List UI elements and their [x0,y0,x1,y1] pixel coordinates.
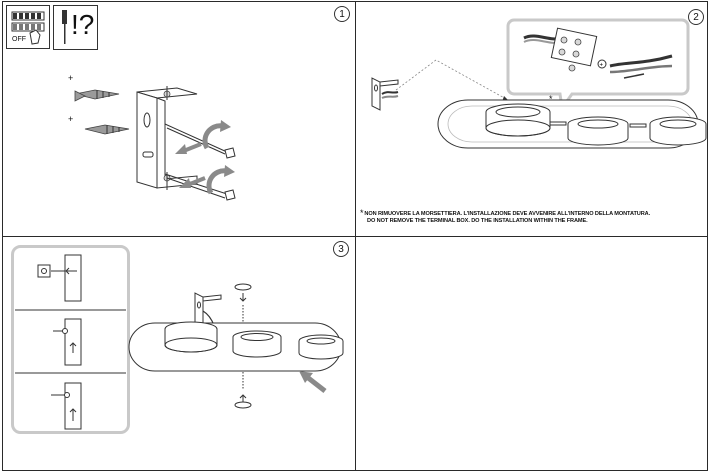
tools-question-glyph: !? [71,9,95,40]
step-1-panel: 1 OFF !? + + [3,2,355,236]
note-asterisk: * [360,208,364,218]
three-light-fixture-step3 [128,321,344,372]
bottom-mount-screw [234,369,252,409]
lamp-head-2-step3 [232,330,282,358]
mounting-bracket [136,86,198,190]
push-arrow-upper-icon [175,142,202,154]
terminal-box-callout: + [506,18,690,112]
lamp-head-3 [649,116,707,146]
plus-sign-upper: + [68,73,74,83]
rotate-arrow-lower-icon [206,165,235,195]
note-line-english: DO NOT REMOVE THE TERMINAL BOX. DO THE I… [367,218,588,224]
callout-asterisk: * [549,94,553,104]
divider-horizontal [2,236,708,237]
screw-upper [164,123,236,159]
lamp-head-3-step3 [298,334,344,360]
switch-off-label: OFF [12,36,26,43]
rotate-arrow-upper-icon [202,120,231,150]
lamp-head-2 [567,116,629,146]
tools-icon-box [53,5,98,50]
step-1-number: 1 [334,6,350,22]
lamp-head-1-step3 [164,321,218,353]
wall-plug-upper [74,89,120,102]
note-line-italian: NON RIMUOVERE LA MORSETTIERA. L'INSTALLA… [364,211,651,217]
push-arrow-step3-icon [299,371,327,393]
screwdriver-icon [62,10,67,44]
terminal-box-note: *NON RIMUOVERE LA MORSETTIERA. L'INSTALL… [360,208,705,225]
three-light-fixture [437,99,707,149]
plus-sign-lower: + [68,114,74,124]
lamp-head-1 [485,103,551,137]
bracket-with-cable [371,77,399,111]
step-3-number: 3 [333,241,349,257]
screw-lower [164,173,236,201]
power-switch-off-icon [6,5,50,49]
step-4-empty-panel [356,237,707,470]
push-arrow-lower-icon [179,176,206,188]
detail-panel-box [11,245,130,434]
step-3-panel: 3 [3,237,355,470]
svg-text:+: + [600,63,604,69]
wall-plug-lower [84,124,130,135]
step-2-number: 2 [688,9,704,25]
step-2-panel: 2 + * [356,2,707,236]
